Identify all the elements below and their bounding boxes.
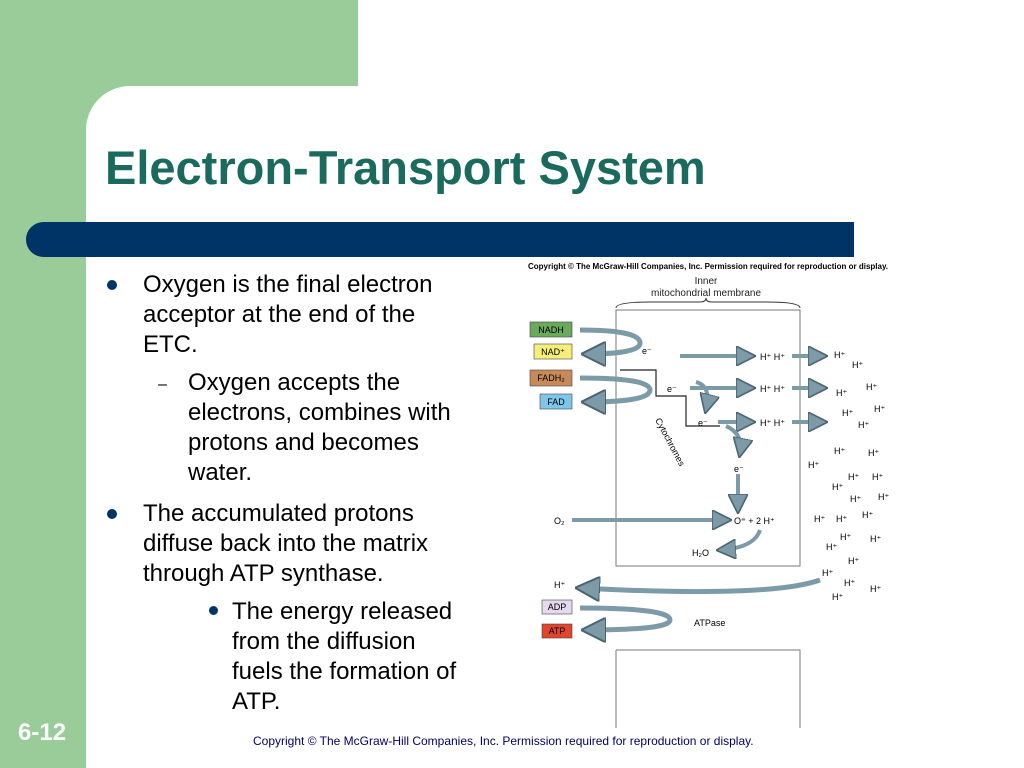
proton: H⁺ (878, 492, 889, 502)
proton: H⁺ (836, 514, 847, 524)
bullet-2-line-1: The accumulated protons (143, 500, 414, 527)
nadh-box (529, 321, 573, 338)
proton: H⁺ (842, 408, 853, 418)
slide-content-area (86, 86, 1024, 768)
atp-label: ATP (549, 626, 566, 636)
proton: H⁺ (866, 382, 877, 392)
proton: H⁺ (808, 460, 819, 470)
proton: H⁺ (874, 404, 885, 414)
fad-box (539, 393, 573, 410)
fadh2-label: FADH₂ (537, 373, 565, 383)
proton: H⁺ (848, 472, 859, 482)
nadh-arrow (579, 327, 643, 354)
sub-bullet-1-line-1: Oxygen accepts the (188, 369, 401, 396)
hh-label-3: H⁺ H⁺ (760, 418, 785, 428)
membrane-lower (615, 649, 801, 728)
electron-label-1: e⁻ (642, 346, 652, 356)
electron-label-3: e⁻ (698, 418, 708, 428)
bullet-dot (107, 280, 117, 290)
figure-copyright: Copyright © The McGraw-Hill Companies, I… (528, 262, 888, 271)
proton: H⁺ (872, 472, 883, 482)
proton: H⁺ (868, 448, 879, 458)
h2o-label: H₂O (692, 548, 709, 558)
proton: H⁺ (832, 592, 843, 602)
proton: H⁺ (840, 532, 851, 542)
proton: H⁺ (848, 556, 859, 566)
proton: H⁺ (836, 388, 847, 398)
adp-label: ADP (548, 602, 567, 612)
proton: H⁺ (814, 514, 825, 524)
bullet-1-line-2: acceptor at the end of the (143, 301, 416, 328)
nad-box (533, 343, 573, 360)
bullet-1-line-3: ETC. (143, 331, 198, 358)
cytochromes-label: Cytochromes (653, 416, 687, 468)
sub-bullet-dash: – (158, 376, 167, 393)
sub-bullet-dot (209, 606, 218, 615)
slide-number: 6-12 (18, 719, 67, 746)
o2-reaction-label: O⁼ + 2 H⁺ (734, 516, 775, 526)
proton-return-arrow (580, 580, 821, 592)
proton: H⁺ (832, 482, 843, 492)
electron-label-4: e⁻ (734, 464, 744, 474)
copyright-footer: Copyright © The McGraw-Hill Companies, I… (253, 734, 754, 748)
sub-bullet-1-line-4: water. (188, 459, 253, 486)
fad-label: FAD (547, 397, 565, 407)
proton: H⁺ (850, 494, 861, 504)
fadh2-arrow (579, 375, 653, 402)
membrane-label-inner: Inner (695, 276, 718, 287)
electron-arrow-1 (695, 380, 708, 410)
sub-bullet-2-line-4: ATP. (232, 688, 281, 715)
sub-bullet-1-line-3: protons and becomes (188, 429, 419, 456)
nad-label: NAD⁺ (541, 347, 565, 357)
proton: H⁺ (870, 534, 881, 544)
bullet-2-line-3: through ATP synthase. (143, 560, 384, 587)
bullet-1-line-1: Oxygen is the final electron (143, 271, 433, 298)
proton: H⁺ (870, 584, 881, 594)
proton: H⁺ (858, 420, 869, 430)
nadh-label: NADH (538, 325, 564, 335)
bullet-2-line-2: diffuse back into the matrix (143, 530, 429, 557)
proton: H⁺ (826, 542, 837, 552)
electron-label-2: e⁻ (667, 384, 677, 394)
adp-box (541, 599, 573, 615)
proton: H⁺ (862, 510, 873, 520)
sub-bullet-1-line-2: electrons, combines with (188, 399, 451, 426)
fadh2-box (529, 369, 573, 387)
membrane-bracket (615, 297, 801, 309)
electron-arrow-2 (725, 424, 741, 454)
cytochrome-path (620, 369, 720, 427)
atp-arrow (579, 605, 673, 630)
bullet-dot (107, 509, 117, 519)
atp-box (541, 623, 573, 639)
atpase-label: ATPase (694, 618, 725, 628)
proton: H⁺ (834, 446, 845, 456)
proton: H⁺ (834, 350, 845, 360)
slide-title: Electron-Transport System (105, 141, 706, 194)
title-rule-bar (26, 222, 854, 257)
water-arrow (720, 529, 762, 550)
h-in-label: H⁺ (554, 580, 565, 590)
o2-label: O₂ (554, 516, 565, 526)
hh-label-1: H⁺ H⁺ (760, 352, 785, 362)
sub-bullet-2-line-2: from the diffusion (232, 628, 416, 655)
etc-diagram: Copyright © The McGraw-Hill Companies, I… (528, 262, 889, 728)
proton: H⁺ (844, 578, 855, 588)
proton: H⁺ (822, 568, 833, 578)
sub-bullet-2-line-3: fuels the formation of (232, 658, 457, 685)
proton: H⁺ (852, 360, 863, 370)
membrane-upper (615, 309, 801, 567)
membrane-label: mitochondrial membrane (651, 288, 761, 299)
sub-bullet-2-line-1: The energy released (232, 598, 453, 625)
hh-label-2: H⁺ H⁺ (760, 384, 785, 394)
proton-cloud: H⁺ H⁺ H⁺ H⁺ H⁺ H⁺ H⁺ H⁺ H⁺ H⁺ H⁺ H⁺ H⁺ H… (808, 350, 889, 602)
